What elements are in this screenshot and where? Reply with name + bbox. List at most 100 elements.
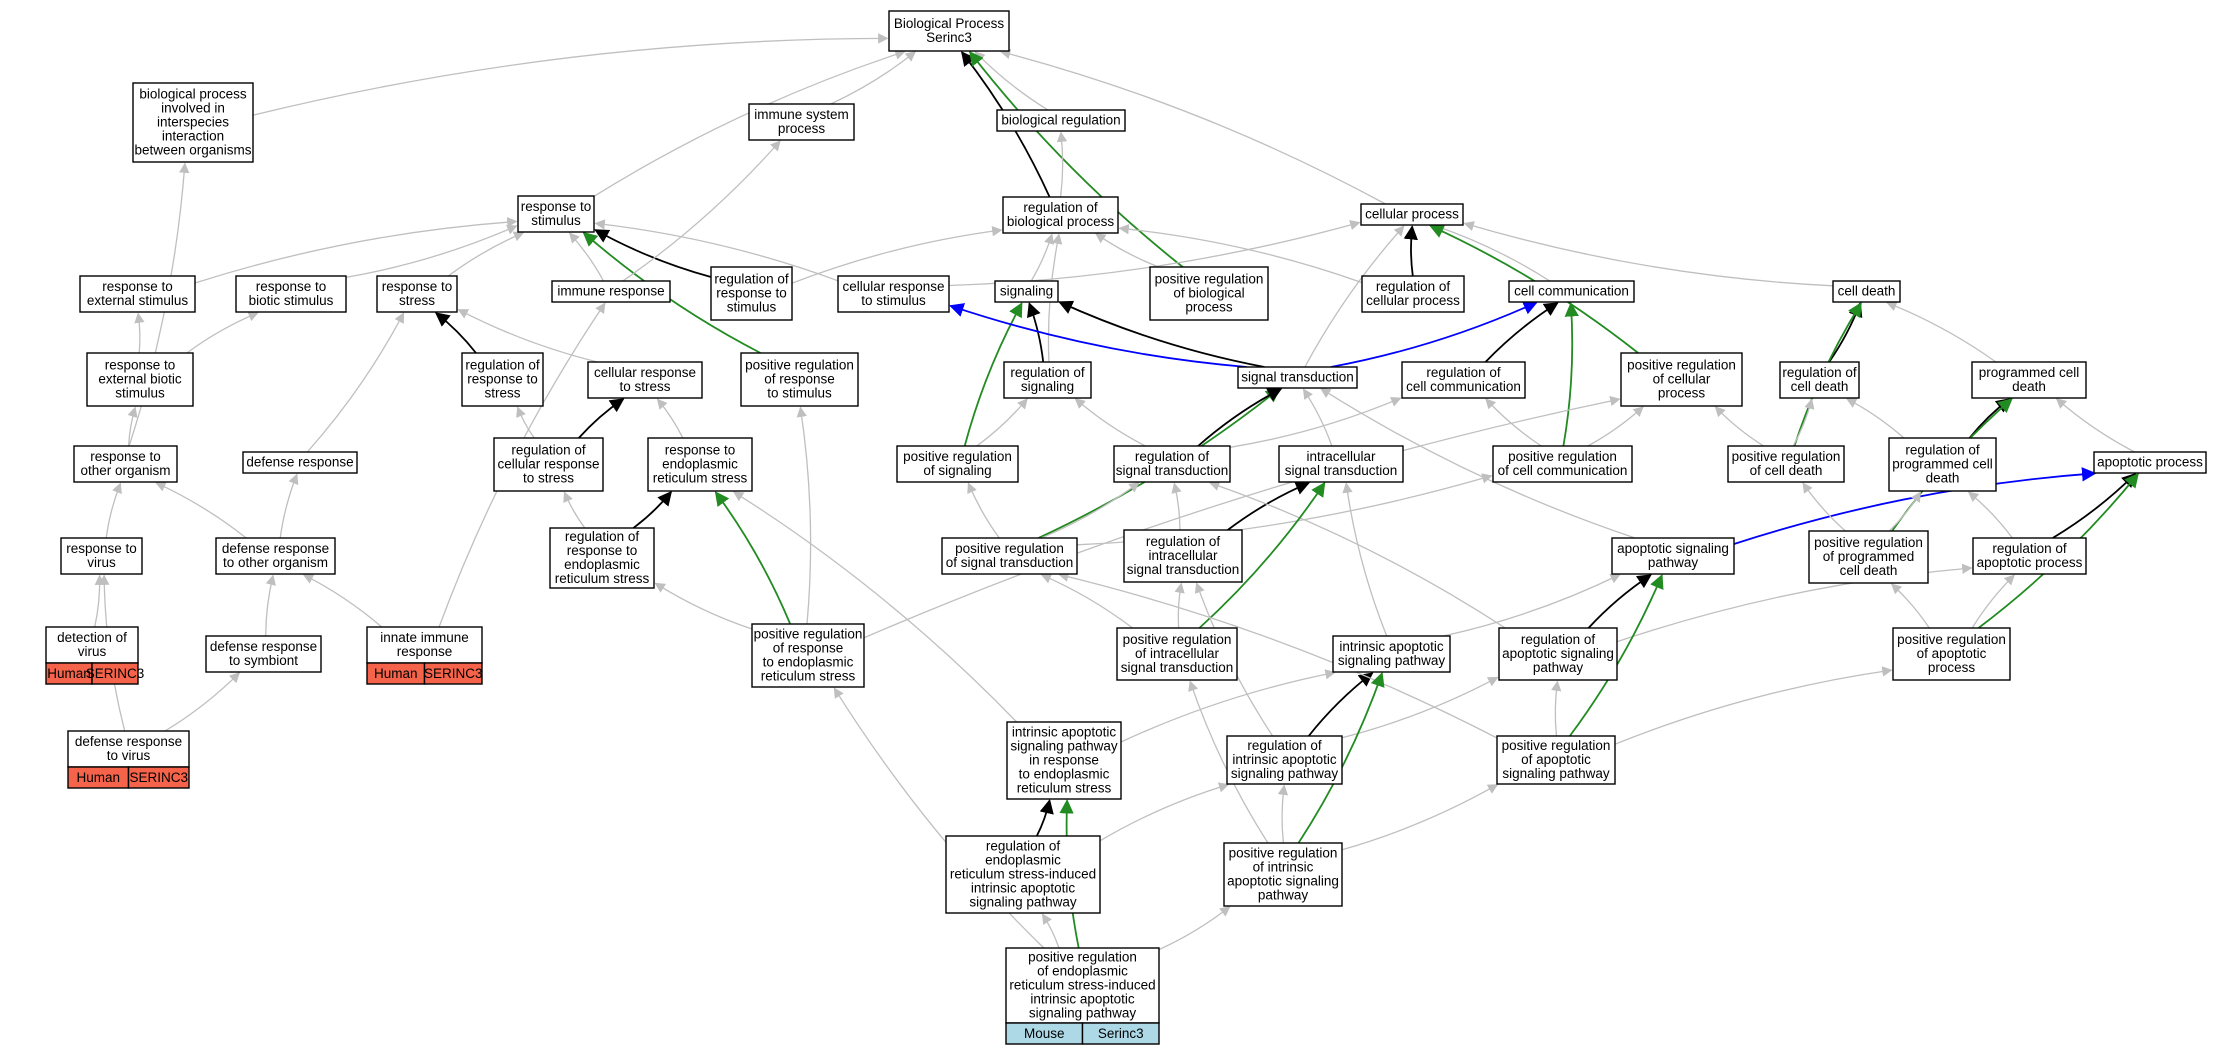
annotation-gene: SERINC3 [424,666,483,681]
node-label-line: to stress [523,471,574,486]
node-label-line: positive regulation [745,358,854,373]
node-box [1779,361,1860,399]
edge-is_a-respext-to-respstim [194,216,518,284]
node-box [1496,735,1616,785]
node-apoproc[interactable]: apoptotic process [2093,451,2207,474]
node-defresp[interactable]: defense response [242,451,358,474]
node-box [1971,361,2087,399]
node-box [1002,196,1119,234]
node-sigtrans[interactable]: signal transduction [1237,366,1358,389]
node-box [748,103,855,141]
edge-is_a-intrinsicer-to-intrinsic [1120,669,1336,743]
node-box [1113,445,1231,483]
node-box [73,445,178,483]
edge-is_a-posregintrinsic-to-posregintrasig [1188,680,1269,844]
edge-is_a-regapoproc-to-regpcd [1967,491,2013,539]
node-label-line: regulation of [1521,632,1596,647]
node-label-line: of signaling [923,463,991,478]
node-cellproc[interactable]: cellular process [1360,203,1464,226]
node-label-line: involved in [161,101,225,116]
node-label-line: stimulus [115,386,165,401]
node-label-line: response to [567,543,638,558]
node-label-line: signal transduction [1127,562,1240,577]
edge-regulates-sigtrans-to-cellrespstim [949,303,1247,368]
node-box [1226,735,1343,785]
node-bioreg[interactable]: biological regulation [996,109,1126,132]
node-label-line: biotic stimulus [249,293,334,308]
node-celldeath[interactable]: cell death [1832,280,1901,303]
node-label-line: immune system [754,107,849,122]
edge-part_of-sigtrans-to-signaling [1058,300,1265,368]
node-label-line: positive regulation [1028,950,1137,965]
node-label-line: signaling pathway [1338,653,1446,668]
node-signaling[interactable]: signaling [994,280,1059,303]
edges-layer [94,33,2139,951]
annotation-species: Human [76,770,120,785]
node-label-line: signal transduction [1285,463,1398,478]
node-box [994,280,1059,303]
node-box [549,527,655,589]
node-immresp[interactable]: immune response [551,280,671,303]
node-box [945,835,1101,914]
node-cellcomm[interactable]: cell communication [1508,280,1635,303]
node-box [1620,352,1743,407]
node-label-line: signaling pathway [1010,739,1118,754]
edge-positively_regulates-posregresper-to-resper [714,491,792,625]
node-label-line: signaling pathway [1502,766,1610,781]
node-label-line: intracellular [1306,449,1376,464]
